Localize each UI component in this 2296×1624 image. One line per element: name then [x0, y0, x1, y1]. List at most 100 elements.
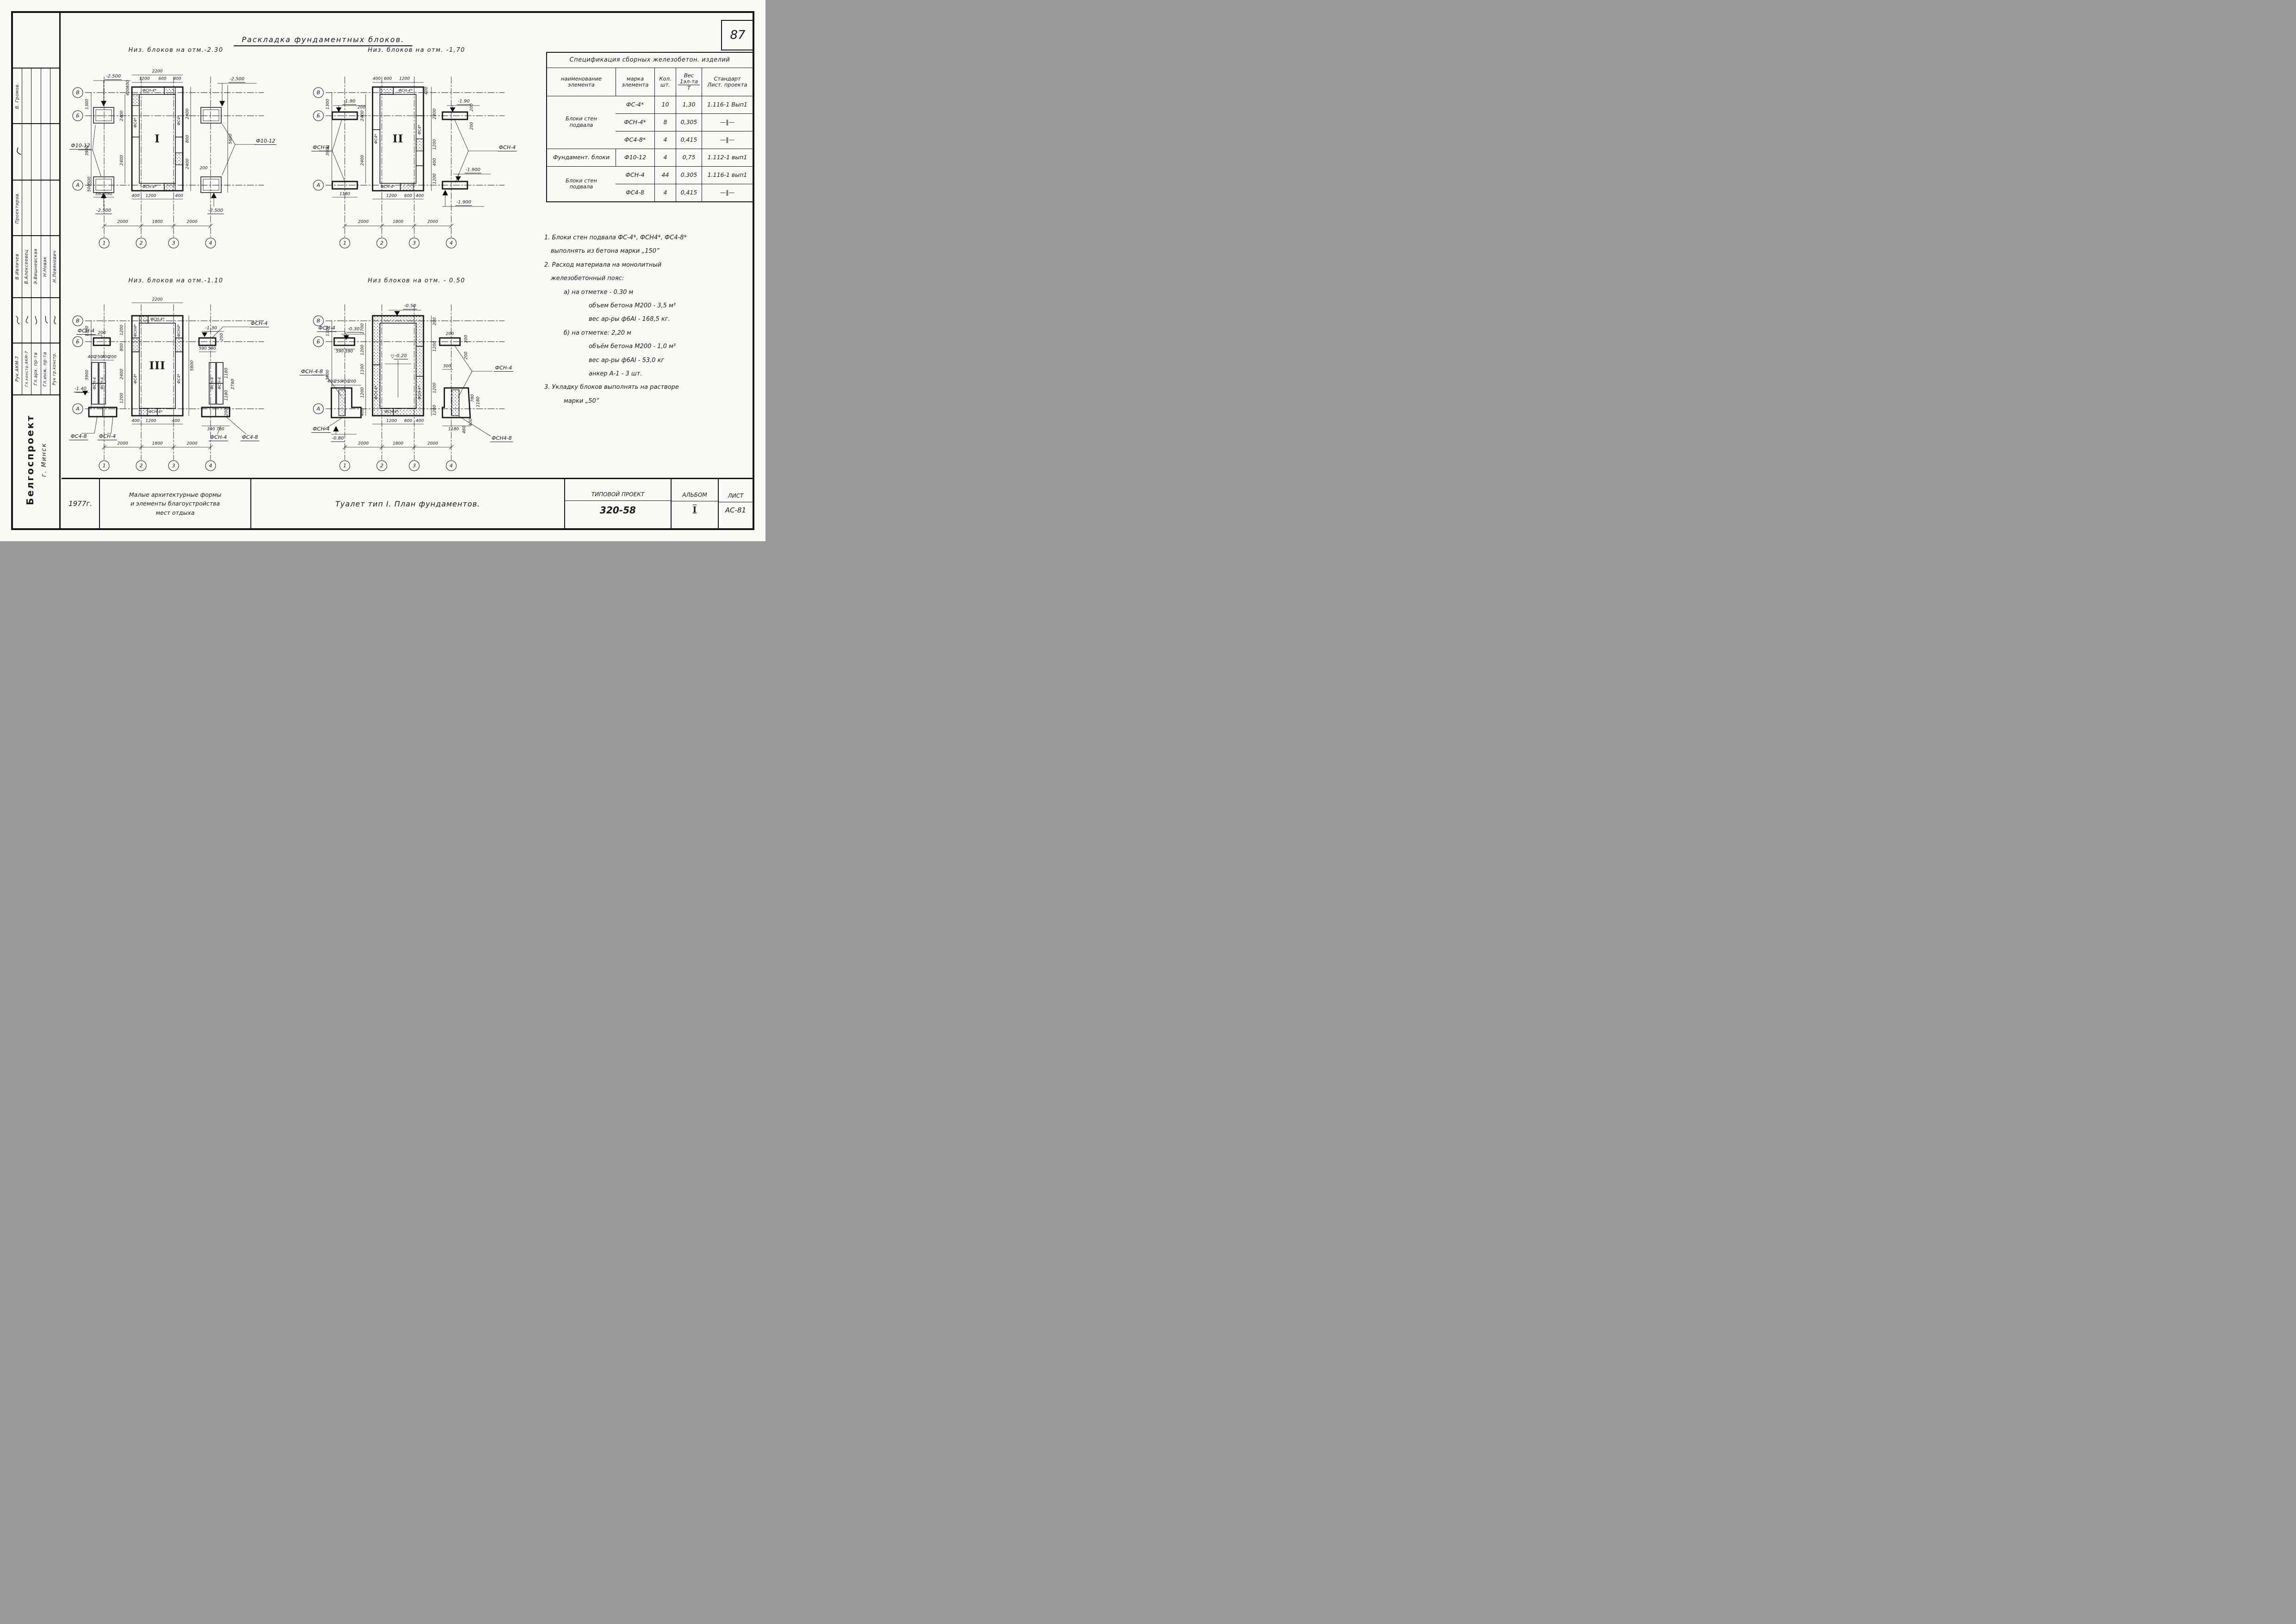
axis-col-4: 4: [446, 460, 457, 471]
dim-label: 2400: [185, 158, 190, 169]
callout-label: ФСН-4: [311, 144, 331, 152]
block-label: ФС4*: [177, 374, 181, 384]
dim-label: 2000: [427, 441, 438, 446]
spec-group-cell: Фундамент. блоки: [553, 154, 610, 161]
callout-label: ФСН-4: [249, 320, 269, 328]
dim-label: 200: [348, 379, 356, 384]
plan3-linework: [75, 302, 264, 460]
role-label: Гл.арх. пр-та: [33, 352, 39, 386]
axis-col-2: 2: [376, 237, 387, 249]
dim-label: 200: [432, 317, 437, 325]
callout-label: ФСН-4: [497, 144, 517, 152]
dim-label: 250: [334, 379, 342, 384]
sidebar-organization-band: Белгоспроект г. Минск: [13, 394, 59, 525]
dim-label: 1800: [392, 219, 404, 225]
block-label: ФС4*: [133, 374, 137, 384]
spec-cell-weight: 0.305: [676, 167, 702, 184]
dim-label: 5600: [190, 360, 195, 371]
dim-label: 1180: [476, 396, 481, 407]
dim-label: 1180: [224, 390, 229, 401]
spec-cell-standard: —‖—: [702, 184, 753, 201]
dim-label: 2200: [152, 297, 163, 302]
dim-label: 400: [327, 379, 336, 384]
dim-label: 390 780: [207, 427, 224, 432]
organization-city: г. Минск: [40, 443, 48, 477]
axis-row-В: В: [313, 315, 324, 326]
dim-label: 600: [404, 418, 412, 424]
dim-label: 400: [175, 194, 183, 199]
axis-row-В: В: [72, 87, 83, 98]
elevation-label: -0.20: [394, 353, 408, 360]
dim-label: 1180: [448, 427, 459, 432]
sheet-label: ЛИСТ: [719, 490, 753, 502]
title-block-project: ТИПОВОЙ ПРОЕКТ 320-58: [565, 479, 672, 528]
dim-label: 1180: [224, 368, 229, 379]
dim-label: 400: [341, 379, 349, 384]
dim-label: 1800: [152, 441, 163, 446]
dim-label: 1200: [360, 387, 365, 398]
approver-name: В. Громов.: [14, 82, 20, 109]
album-label: АЛЬБОМ: [672, 489, 718, 501]
dim-label: 600: [158, 76, 167, 81]
axis-row-Б: Б: [72, 110, 83, 121]
note-line: анкер А-1 - 3 шт.: [589, 370, 642, 377]
page-number-box: 87: [721, 20, 754, 50]
dim-label: 400: [131, 418, 140, 424]
dim-label: 1200: [119, 325, 124, 336]
plan-elev-0.50: Низ блоков на отм. - 0.50 В Б А 1 2 3 4 …: [299, 277, 528, 490]
plan-title: Низ. блоков на отм.-2.30: [128, 47, 224, 54]
dim-label: 200: [357, 105, 366, 110]
spec-table-title: Спецификация сборных железобетон. издели…: [569, 56, 730, 63]
dim-label: 1180: [339, 192, 350, 197]
dim-label: 590 590: [199, 346, 216, 351]
dim-label: 800: [119, 343, 124, 351]
dim-label: 1200: [432, 405, 437, 416]
designer-name: Э.Вишневская: [33, 249, 39, 285]
plan2-linework: [319, 76, 505, 237]
dim-label: 2400: [119, 155, 124, 166]
note-line: выполнять из бетона марки „150”: [551, 248, 660, 255]
axis-col-1: 1: [339, 460, 350, 471]
axis-col-2: 2: [136, 237, 147, 249]
axis-row-Б: Б: [72, 336, 83, 347]
dim-label: 400: [87, 355, 96, 360]
block-label: ФС4*: [133, 118, 137, 128]
block-label: ФСН-4*: [142, 88, 157, 93]
elevation-label: -0.30: [347, 326, 361, 333]
axis-row-А: А: [72, 403, 83, 414]
axis-row-Б: Б: [313, 336, 324, 347]
note-line: железобетонный пояс:: [551, 275, 624, 282]
dim-label: 200: [98, 331, 106, 336]
sidebar-approver-band: В. Громов.: [13, 68, 59, 123]
plan-elev-1.70: Низ. блоков на отм. -1,70 В Б А 1 2 3 4 …: [305, 46, 528, 259]
elevation-label: -2.500: [228, 76, 246, 83]
axis-row-А: А: [313, 180, 324, 191]
dim-label: 1200: [399, 76, 410, 81]
dim-label: 600: [384, 76, 392, 81]
spec-cell-mark: ФС4-8: [626, 189, 644, 196]
elevation-label: -2.500: [105, 74, 122, 80]
block-label: ФСН-4: [100, 377, 104, 390]
dim-label: 1300: [325, 99, 330, 110]
note-line: 2. Расход материала на монолитный: [544, 261, 662, 269]
dim-label: 1200: [432, 382, 437, 394]
dim-label: 400: [468, 418, 473, 426]
dim-label: 5600: [228, 133, 233, 144]
general-notes: 1. Блоки стен подвала ФС-4*, ФСН4*, ФС4-…: [544, 234, 758, 411]
spec-cell-mark: ФСН-4: [625, 171, 645, 179]
block-label: ФСН-4*: [374, 385, 378, 400]
album-number: I: [692, 505, 697, 515]
spec-cell-weight: 0,75: [676, 149, 702, 166]
axis-col-1: 1: [99, 237, 110, 249]
axis-col-3: 3: [168, 237, 179, 249]
elevation-label: -1.90: [457, 99, 471, 105]
role-label: Рук.АКМ-7: [14, 356, 20, 382]
dim-label: 400: [173, 76, 181, 81]
sidebar-names-band: В.Ивличев В.Алексеевец Э.Вишневская Н.Но…: [13, 235, 59, 297]
room-number-roman: I: [155, 132, 160, 145]
plan1-linework: [78, 75, 264, 237]
callout-label: Ф10-12: [255, 138, 277, 145]
